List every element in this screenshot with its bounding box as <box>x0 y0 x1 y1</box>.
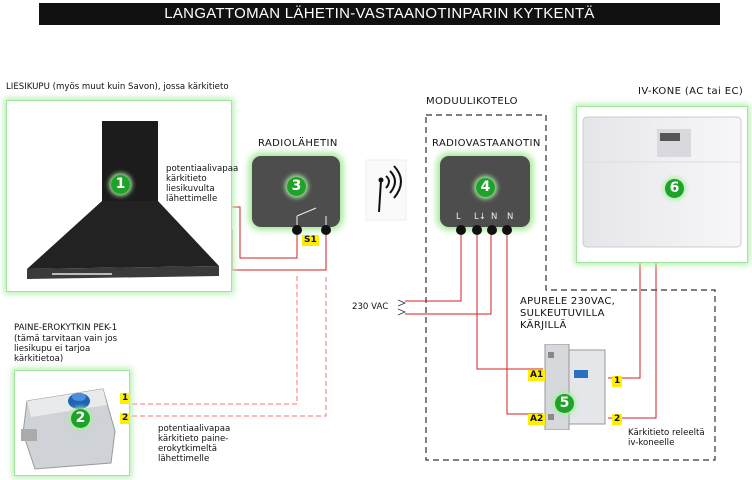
transmitter-device: 3 <box>252 156 340 227</box>
pressure-switch-sublabel: (tämä tarvitaan vain jos liesikupu ei ta… <box>14 334 118 364</box>
tx-terminal-2 <box>321 225 331 235</box>
ventilation-label: IV-KONE (AC tai EC) <box>638 86 744 97</box>
module-enclosure-label: MODUULIKOTELO <box>426 96 518 107</box>
receiver-terminal-label-4: N <box>507 212 514 222</box>
relay-tag-A1: A1 <box>528 370 546 381</box>
hood-panel: 1 <box>6 100 232 292</box>
hood-contact-note: potentiaalivapaa kärkitieto liesikuvulta… <box>166 164 239 204</box>
relay-tag-A2: A2 <box>528 414 546 425</box>
rx-terminal-N1 <box>487 225 497 235</box>
relay-tag-2: 2 <box>612 414 623 425</box>
rx-terminal-L <box>456 225 466 235</box>
relay-label: APURELE 230VAC, SULKEUTUVILLA KÄRJILLÄ <box>520 296 616 331</box>
pressure-switch-tag-1: 1 <box>120 393 131 404</box>
ventilation-panel: 6 <box>576 106 748 263</box>
module-enclosure-frame <box>425 114 716 461</box>
wire-supply-L <box>405 231 462 302</box>
tx-terminal-1 <box>292 225 302 235</box>
transmitter-number-badge: 3 <box>287 177 306 196</box>
wire-pressure-1 <box>132 276 298 405</box>
receiver-label: RADIOVASTAANOTIN <box>432 138 541 149</box>
receiver-terminal-label-3: N <box>491 212 498 222</box>
relay-icon <box>544 344 606 430</box>
receiver-device: 4 L L↓ N N <box>440 156 530 227</box>
supply-brace <box>397 299 407 316</box>
pressure-switch-contact-note: potentiaalivapaa kärkitieto paine-erokyt… <box>158 424 231 464</box>
receiver-number-badge: 4 <box>476 178 495 197</box>
pressure-switch-icon <box>21 388 116 470</box>
receiver-terminal-label-1: L <box>456 212 461 222</box>
relay-contact-note: Kärkitieto releeltä iv-koneelle <box>628 428 705 448</box>
wire-supply-N <box>405 231 492 315</box>
pressure-switch-tag-2: 2 <box>120 413 131 424</box>
pressure-switch-number-badge: 2 <box>71 409 90 428</box>
pressure-switch-label: PAINE-EROKYTKIN PEK-1 <box>14 323 118 333</box>
supply-voltage-label: 230 VAC <box>352 302 389 312</box>
wire-relay-2 <box>608 262 657 419</box>
diagram-title: LANGATTOMAN LÄHETIN-VASTAANOTINPARIN KYT… <box>39 3 720 25</box>
wire-pressure-2 <box>132 276 327 417</box>
wire-L-out-A1 <box>476 231 543 370</box>
receiver-terminal-label-2: L↓ <box>474 212 486 222</box>
hood-number-badge: 1 <box>111 175 130 194</box>
rx-terminal-N2 <box>502 225 512 235</box>
relay-number-badge: 5 <box>555 394 574 413</box>
rx-terminal-L-out <box>472 225 482 235</box>
ventilation-number-badge: 6 <box>665 179 684 198</box>
pressure-switch-panel: 2 <box>14 370 130 476</box>
transmitter-label: RADIOLÄHETIN <box>258 138 338 149</box>
relay-device: 5 <box>543 344 607 430</box>
tx-terminal-tag: S1 <box>302 235 319 246</box>
ventilation-unit-icon <box>582 116 742 248</box>
hood-label: LIESIKUPU (myös muut kuin Savon), jossa … <box>6 82 229 92</box>
relay-tag-1: 1 <box>612 376 623 387</box>
switch-symbol-icon <box>296 207 327 227</box>
